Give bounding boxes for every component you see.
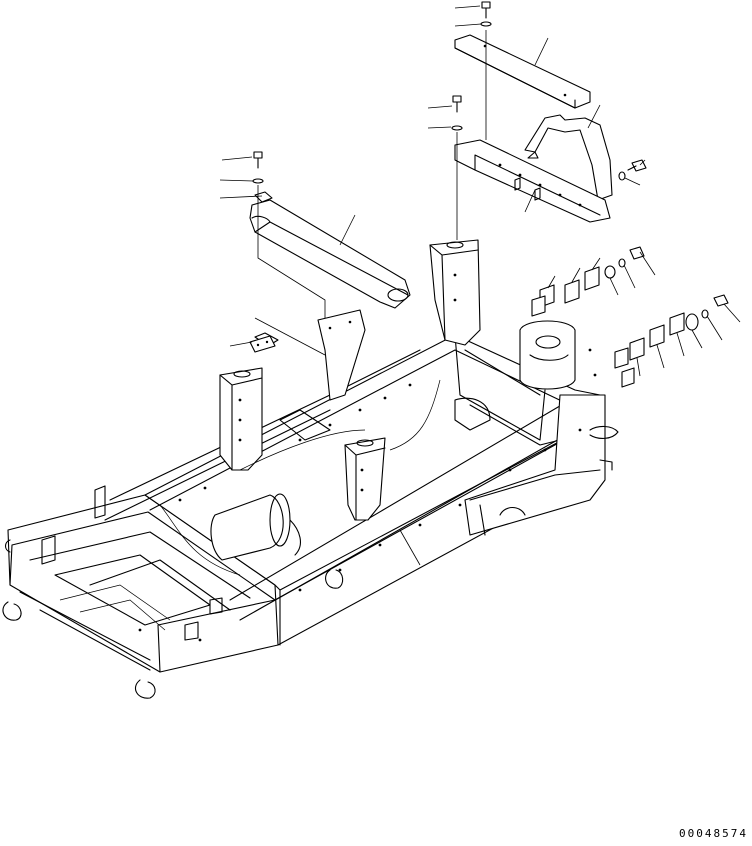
fasteners <box>249 1 729 388</box>
upper-beam <box>249 199 411 309</box>
pin-bracket <box>254 191 366 401</box>
bolt-holes <box>138 273 597 642</box>
main-frame <box>2 239 619 699</box>
curved-bracket <box>524 114 613 201</box>
front-top-cover <box>454 34 591 109</box>
leader-lines <box>219 5 741 566</box>
serial-number: 00048574 <box>679 827 748 840</box>
front-bracket-plate <box>454 139 611 223</box>
